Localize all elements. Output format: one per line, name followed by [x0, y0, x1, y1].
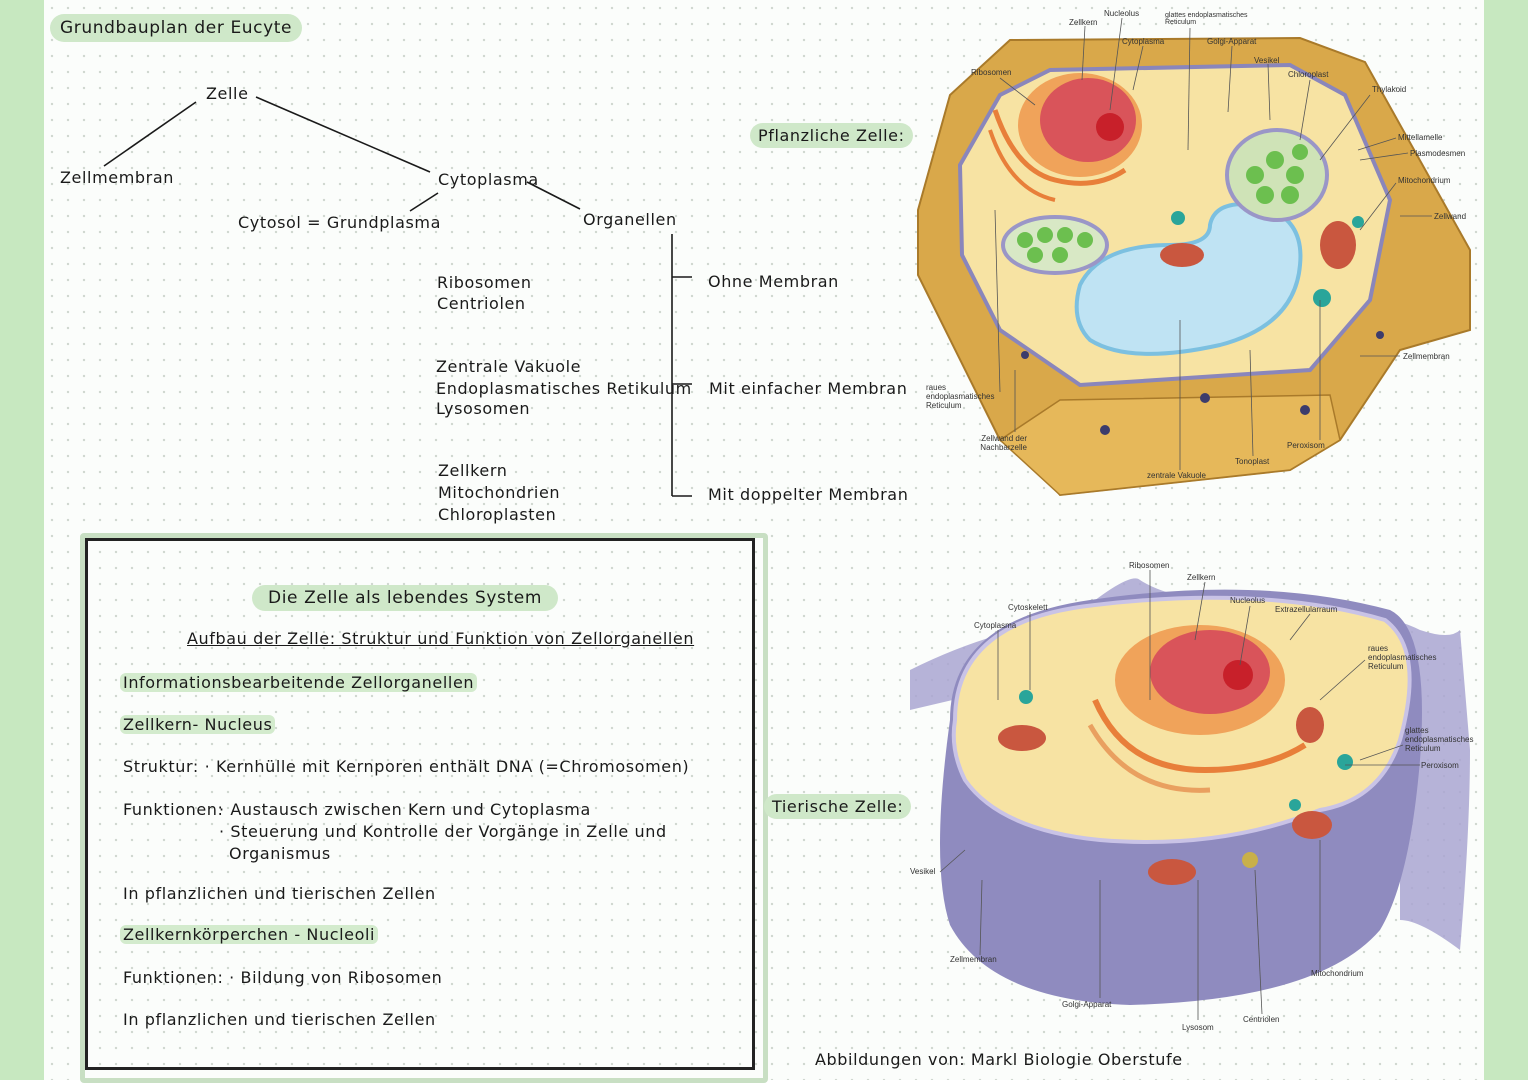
- animal-label-peroxisom: Peroxisom: [1421, 761, 1459, 770]
- plant-label-golgi: Golgi-Apparat: [1207, 37, 1257, 46]
- animal-label-vesikel: Vesikel: [910, 867, 936, 876]
- animal-label-centriolen: Centriolen: [1243, 1015, 1280, 1024]
- category-ohne-membran: Ohne Membran: [708, 272, 839, 291]
- vorkommen-1: In pflanzlichen und tierischen Zellen: [123, 884, 436, 903]
- animal-label-extrazellularraum: Extrazellularraum: [1275, 605, 1338, 614]
- animal-label-cytoplasma: Cytoplasma: [974, 621, 1017, 630]
- funktion-1: · Austausch zwischen Kern und Cytoplasma: [219, 800, 591, 819]
- plant-label-peroxisom: Peroxisom: [1287, 441, 1325, 450]
- plant-label-tonoplast: Tonoplast: [1235, 457, 1270, 466]
- nucleoli-highlight: Zellkernkörperchen - Nucleoli: [120, 925, 379, 944]
- animal-label-glattes-er: glattes endoplasmatisches Reticulum: [1405, 726, 1474, 753]
- group2-item: Lysosomen: [436, 399, 531, 418]
- plant-label-zellmembran: Zellmembran: [1403, 352, 1450, 361]
- info-box: [85, 538, 755, 1070]
- vorkommen-2: In pflanzlichen und tierischen Zellen: [123, 1010, 436, 1029]
- animal-label-cytoskelett: Cytoskelett: [1008, 603, 1048, 612]
- animal-label-zellkern: Zellkern: [1187, 573, 1216, 582]
- section-informationsbearbeitend: Informationsbearbeitende Zellorganellen: [120, 673, 478, 692]
- group1-item: Centriolen: [437, 294, 526, 313]
- plant-label-glattes-er: glattes endoplasmatisches Reticulum: [1165, 12, 1248, 26]
- animal-label-golgi: Golgi-Apparat: [1062, 1000, 1112, 1009]
- plant-label-raues-er: raues endoplasmatisches Reticulum: [926, 383, 995, 410]
- zellkern-highlight: Zellkern- Nucleus: [120, 715, 276, 734]
- plant-label-zellwand-nachbar: Zellwand der Nachbarzelle: [980, 434, 1027, 452]
- funktion-2-cont: Organismus: [229, 844, 331, 863]
- animal-label-lysosom: Lysosom: [1182, 1023, 1214, 1032]
- group3-item: Mitochondrien: [438, 483, 561, 502]
- group3-item: Zellkern: [438, 461, 508, 480]
- tree-zelle: Zelle: [206, 84, 249, 103]
- plant-cell-label: Pflanzliche Zelle:: [750, 123, 913, 148]
- plant-label-chloroplast: Chloroplast: [1288, 70, 1329, 79]
- plant-label-zellwand: Zellwand: [1434, 212, 1467, 221]
- box-subtitle: Aufbau der Zelle: Struktur und Funktion …: [187, 629, 695, 648]
- tree-organellen: Organellen: [583, 210, 677, 229]
- group3-item: Chloroplasten: [438, 505, 557, 524]
- group1-item: Ribosomen: [437, 273, 532, 292]
- animal-label-nucleolus: Nucleolus: [1230, 596, 1266, 605]
- animal-label-ribosomen: Ribosomen: [1129, 561, 1170, 570]
- plant-label-plasmodesmen: Plasmodesmen: [1410, 149, 1466, 158]
- animal-cell-label: Tierische Zelle:: [764, 794, 912, 819]
- tree-cytoplasma: Cytoplasma: [438, 170, 539, 189]
- funktion-2: · Steuerung und Kontrolle der Vorgänge i…: [219, 822, 667, 841]
- nucleoli-heading: Zellkernkörperchen - Nucleoli: [120, 925, 379, 944]
- plant-label-mitochondrium: Mitochondrium: [1398, 176, 1451, 185]
- category-doppelte-membran: Mit doppelter Membran: [708, 485, 909, 504]
- plant-label-cytoplasma: Cytoplasma: [1122, 37, 1165, 46]
- right-margin-strip: [1484, 0, 1528, 1080]
- plant-label-vesikel: Vesikel: [1254, 56, 1280, 65]
- source-credit: Abbildungen von: Markl Biologie Oberstuf…: [815, 1050, 1183, 1069]
- group2-item: Endoplasmatisches Retikulum: [436, 379, 692, 398]
- section-highlight: Informationsbearbeitende Zellorganellen: [120, 673, 478, 692]
- plant-label-nucleolus: Nucleolus: [1104, 9, 1140, 18]
- page-title: Grundbauplan der Eucyte: [50, 14, 303, 42]
- plant-label-ribosomen: Ribosomen: [971, 68, 1012, 77]
- zellkern-heading: Zellkern- Nucleus: [120, 715, 276, 734]
- plant-label-zentrale-vakuole: zentrale Vakuole: [1147, 471, 1206, 480]
- tree-zellmembran: Zellmembran: [60, 168, 174, 187]
- tree-cytosol: Cytosol = Grundplasma: [238, 213, 441, 232]
- left-margin-strip: [0, 0, 44, 1080]
- category-einfache-membran: Mit einfacher Membran: [709, 379, 908, 398]
- box-heading: Die Zelle als lebendes System: [252, 585, 559, 611]
- nucleoli-funktion: Funktionen: · Bildung von Ribosomen: [123, 968, 443, 987]
- animal-label-raues-er: raues endoplasmatisches Reticulum: [1368, 644, 1437, 671]
- animal-label-zellmembran: Zellmembran: [950, 955, 997, 964]
- struktur-line: Struktur: · Kernhülle mit Kernporen enth…: [123, 757, 690, 776]
- plant-label-mittellamelle: Mittellamelle: [1398, 133, 1443, 142]
- group2-item: Zentrale Vakuole: [436, 357, 582, 376]
- plant-label-thylakoid: Thylakoid: [1372, 85, 1407, 94]
- animal-label-mitochondrium: Mitochondrium: [1311, 969, 1364, 978]
- funktionen-label: Funktionen:: [123, 800, 224, 819]
- plant-label-zellkern: Zellkern: [1069, 18, 1098, 27]
